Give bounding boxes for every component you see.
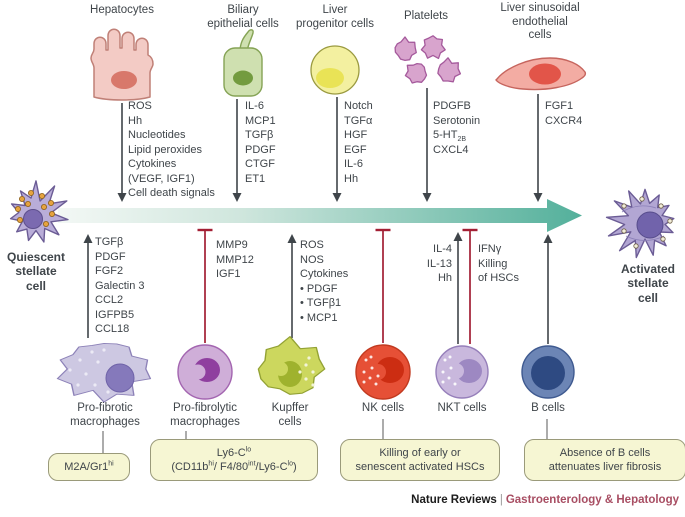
journal-name: Gastroenterology & Hepatology [505,494,679,506]
hepatocytes-label: Hepatocytes [90,4,154,16]
top-signal-arrows [117,88,543,202]
liver-progenitor-cell-icon [310,45,360,95]
ly6c-callout: Ly6-Clo(CD11bhi/ F4/80int/Ly6-Clo) [150,439,318,481]
bottom-stimulation-arrows [83,232,553,344]
callout-connectors [102,419,548,454]
inhibition-bars [197,228,478,344]
biliary-epithelial-cell-icon [223,29,263,97]
journal-separator: | [499,494,503,506]
pro-fibrolytic-macrophage-icon [177,344,233,400]
liver-sinusoidal-endothelial-cell-icon [495,57,587,91]
pro-fibrotic-macrophage-icon [56,343,152,403]
nk-cells-label: NK cells [361,402,405,414]
journal-brand: Nature Reviews [411,494,497,506]
activated-stellate-cell-icon [605,188,675,259]
platelets-label: Platelets [403,10,449,22]
platelets-icon [394,35,462,84]
lipid-droplets-icon [14,189,56,227]
activation-axis-arrow [58,199,582,232]
nkt-cells-label: NKT cells [437,402,487,414]
hepatocyte-cell-icon [90,28,154,101]
m2a-gr1-callout: M2A/Gr1hi [48,453,130,481]
kupffer-cell-icon [257,336,326,395]
b-cell-icon [521,345,575,399]
b-cells-label: B cells [531,402,565,414]
quiescent-stellate-cell-icon [9,180,69,243]
nk-cell-icon [355,344,411,400]
nkt-cell-icon [435,345,489,399]
journal-credit: Nature Reviews|Gastroenterology & Hepato… [411,494,679,506]
